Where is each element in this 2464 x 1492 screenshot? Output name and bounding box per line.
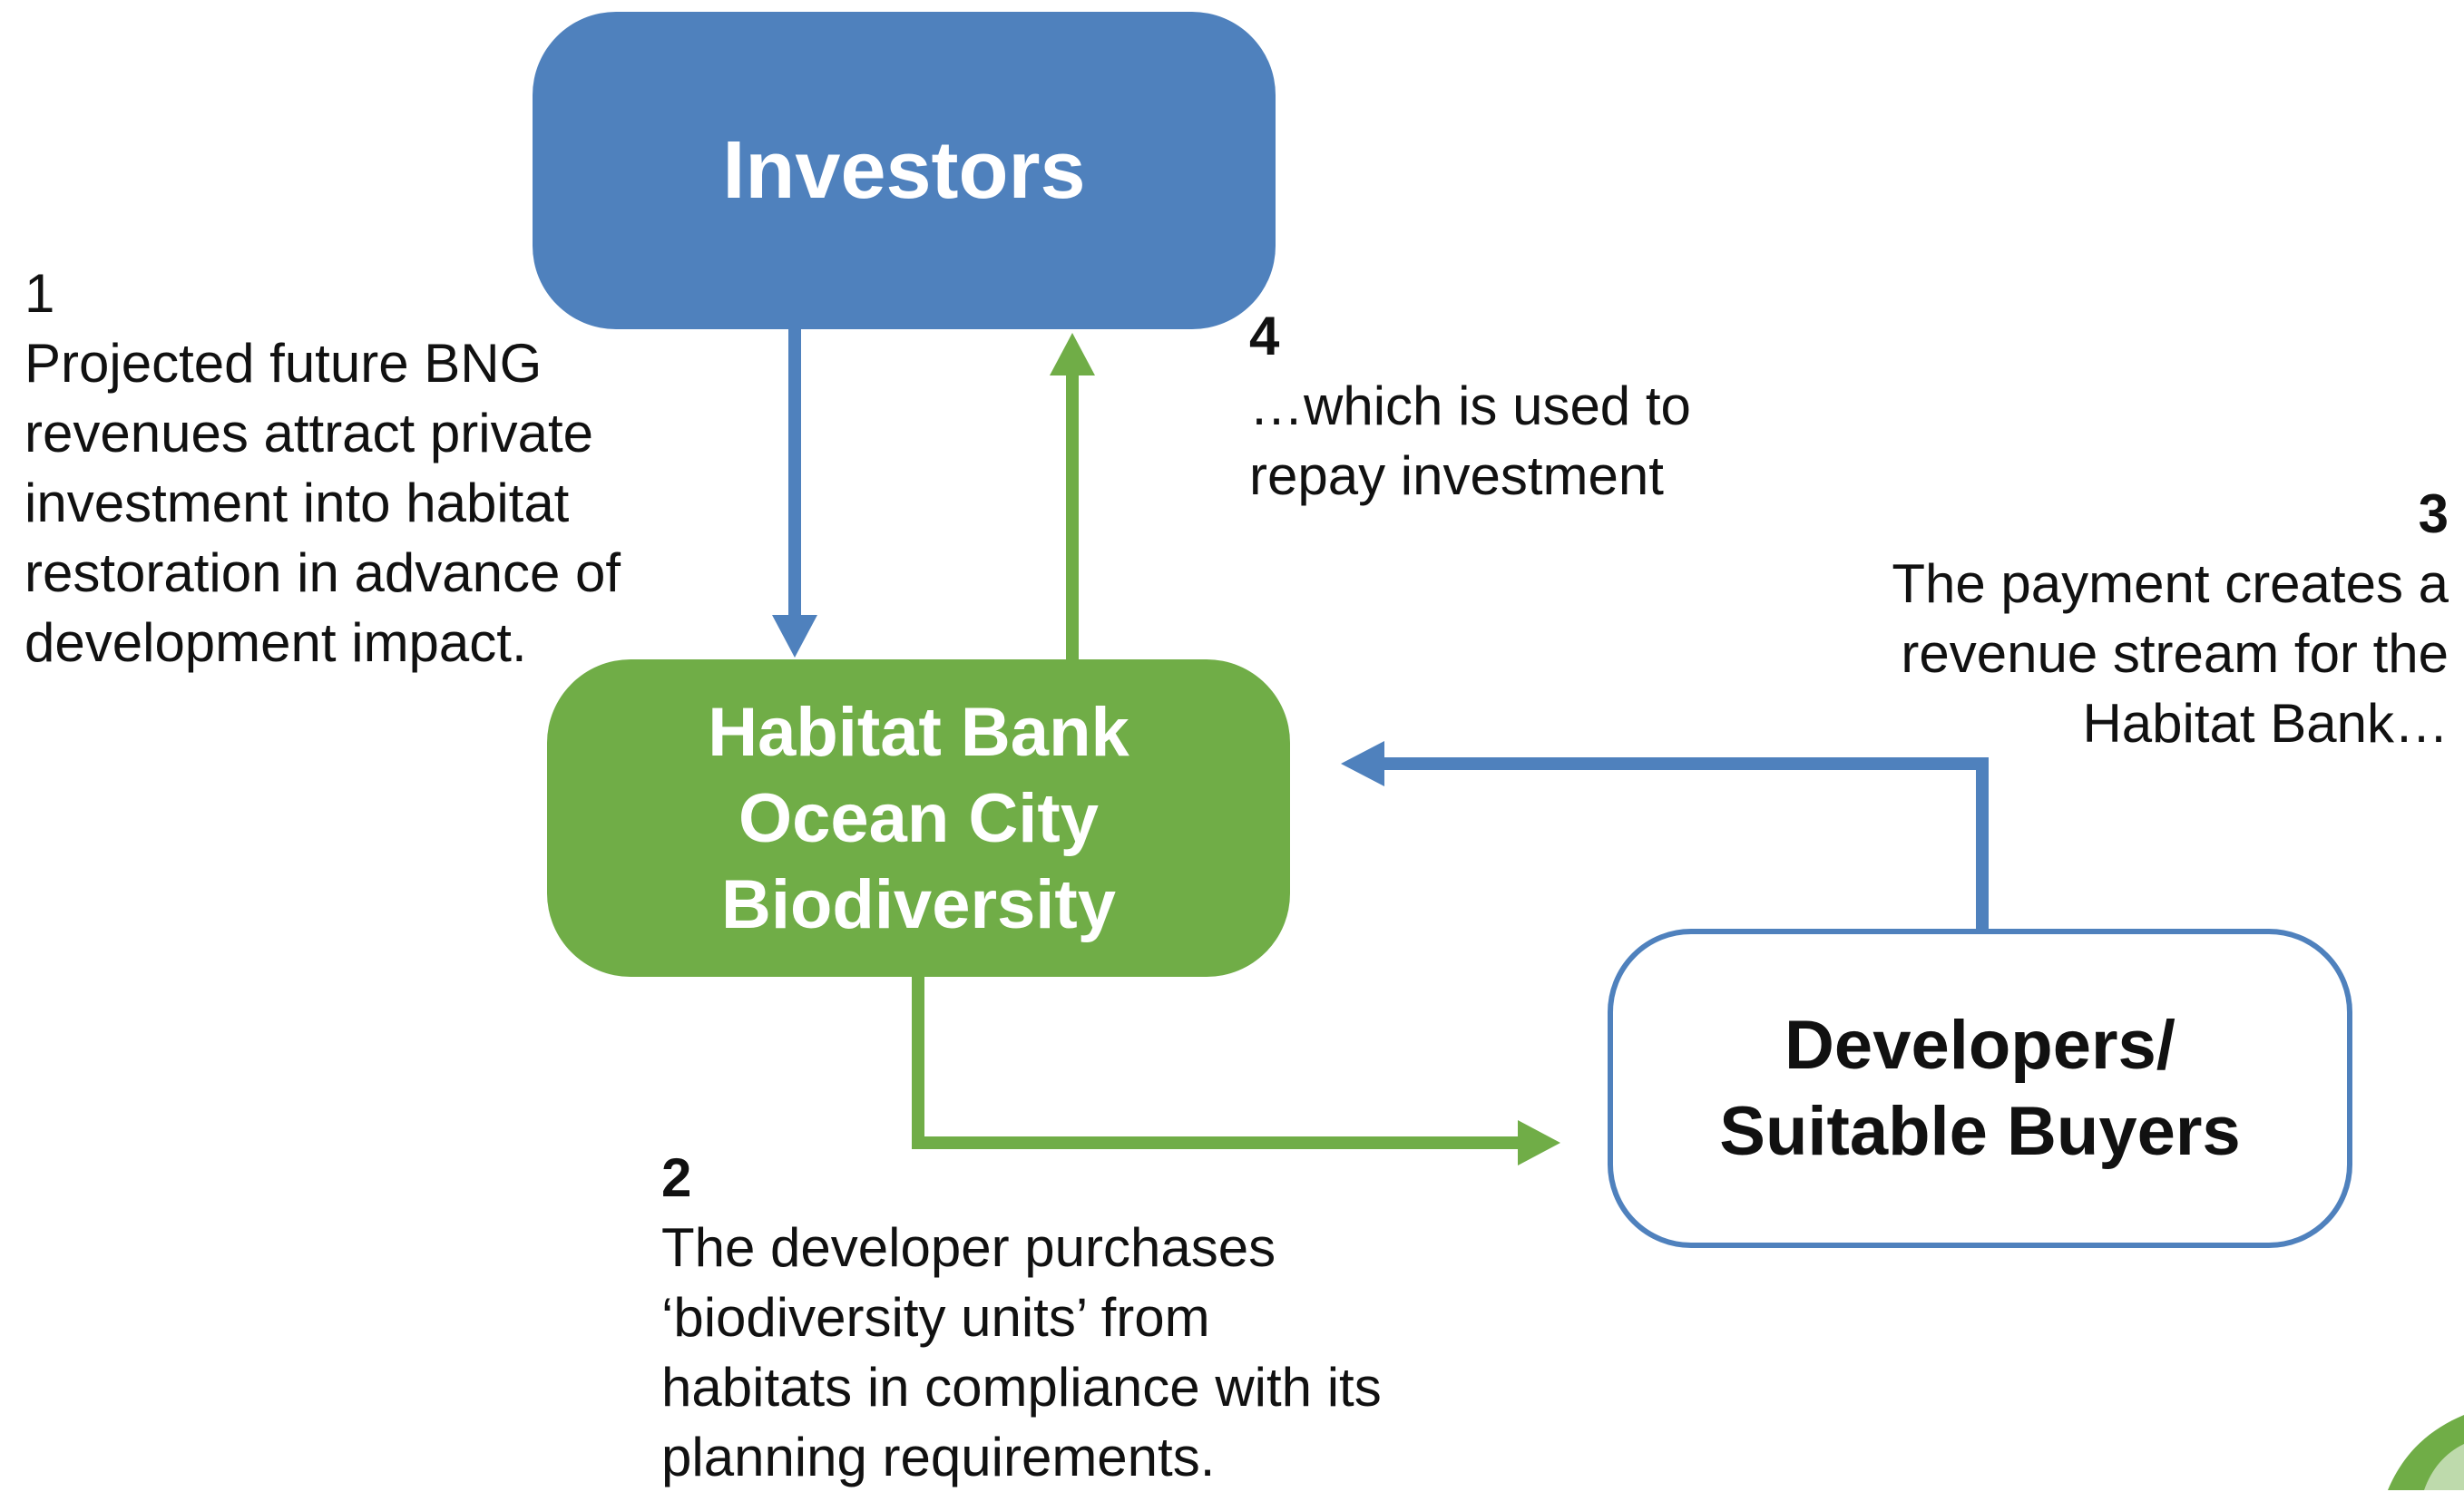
leaf-logo-icon: [2388, 1415, 2464, 1490]
step-4-text: …which is used to repay investment: [1249, 375, 1691, 506]
step-3-annotation: 3 The payment creates a revenue stream f…: [1886, 479, 2449, 758]
step-2-number: 2: [661, 1147, 692, 1208]
arrow-investors-to-habitat: [772, 329, 817, 658]
step-1-annotation: 1 Projected future BNG revenues attract …: [24, 258, 714, 678]
step-4-number: 4: [1249, 306, 1280, 366]
step-1-text: Projected future BNG revenues attract pr…: [24, 333, 621, 673]
step-2-text: The developer purchases ‘biodiversity un…: [661, 1217, 1382, 1487]
step-3-number: 3: [2418, 483, 2449, 544]
step-3-text: The payment creates a revenue stream for…: [1892, 553, 2449, 754]
habitat-bank-label-line-3: Biodiversity: [720, 865, 1117, 943]
arrow-developers-to-habitat: [1341, 741, 1989, 929]
developers-node: Developers/ Suitable Buyers: [1608, 929, 2352, 1248]
investors-label: Investors: [722, 124, 1086, 216]
arrow-habitat-to-investors: [1050, 333, 1095, 659]
step-4-annotation: 4 …which is used to repay investment: [1249, 301, 1721, 511]
investors-node: Investors: [533, 12, 1276, 329]
developers-label-line-1: Developers/: [1784, 1007, 2176, 1084]
habitat-bank-label-line-1: Habitat Bank: [708, 693, 1129, 771]
developers-label-line-2: Suitable Buyers: [1719, 1093, 2241, 1170]
habitat-bank-node: Habitat Bank Ocean City Biodiversity: [547, 659, 1290, 977]
habitat-bank-label-line-2: Ocean City: [738, 779, 1100, 857]
step-2-annotation: 2 The developer purchases ‘biodiversity …: [661, 1143, 1387, 1492]
step-1-number: 1: [24, 263, 55, 324]
arrow-habitat-to-developers: [912, 977, 1560, 1165]
